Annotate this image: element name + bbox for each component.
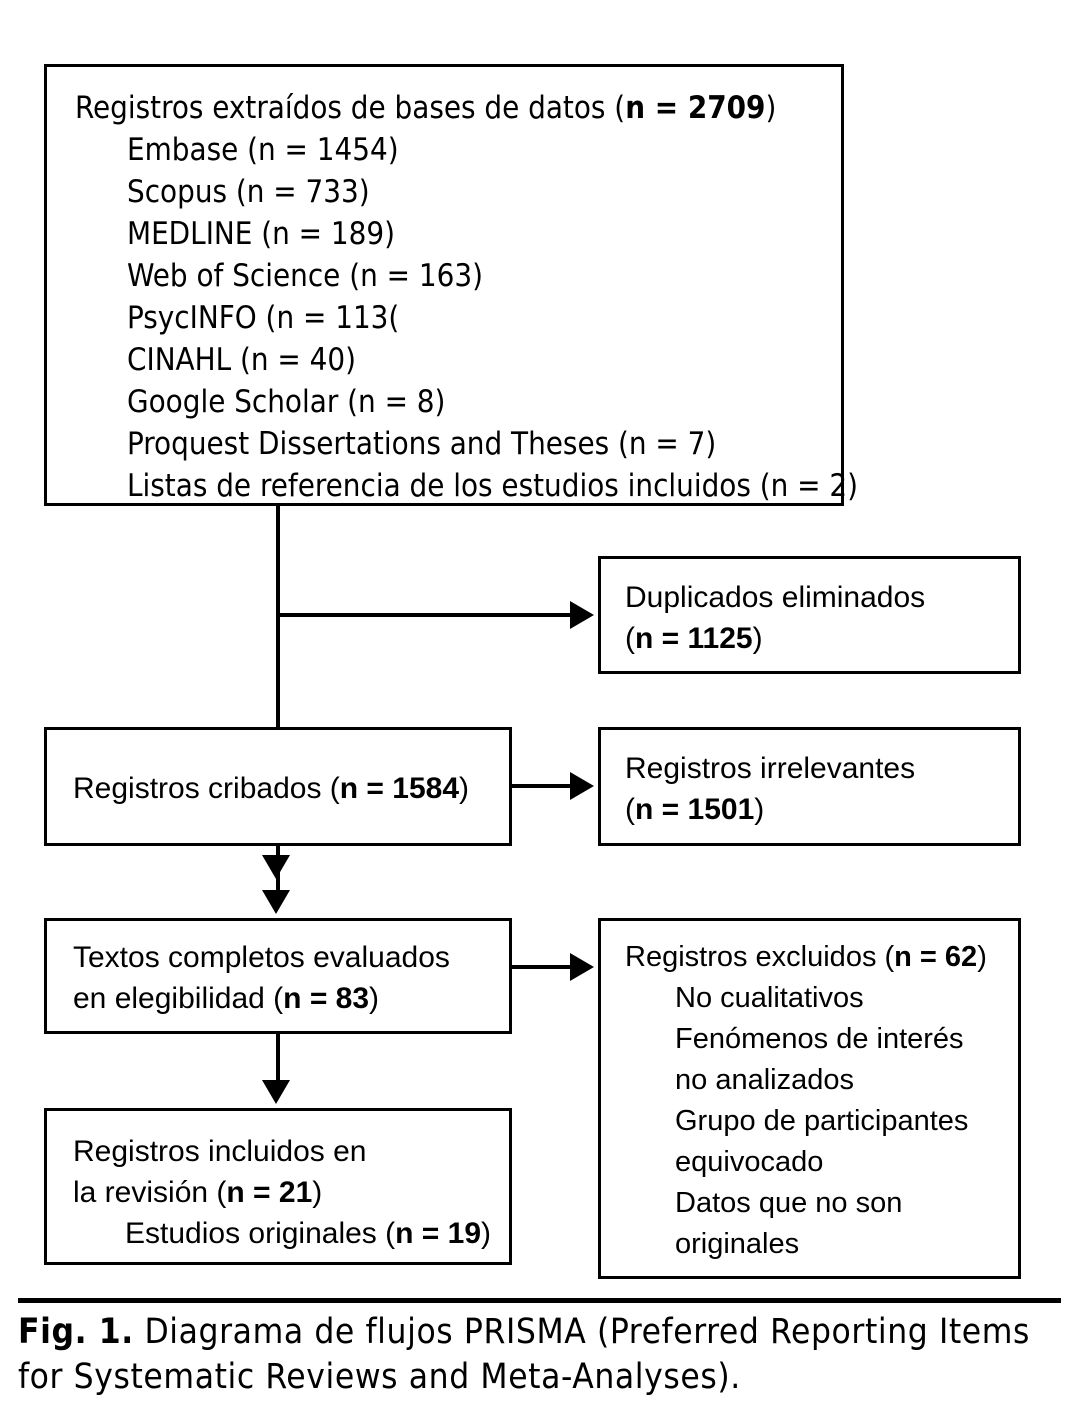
figure-caption-text: Diagrama de flujos PRISMA (Preferred Rep… <box>18 1312 1031 1397</box>
excluded-reason: originales <box>675 1228 800 1260</box>
screened-prefix: Registros cribados ( <box>73 772 340 805</box>
box-records-irrelevant: Registros irrelevantes (n = 1501) <box>598 727 1021 846</box>
sources-item: Web of Science (n = 163) <box>127 258 483 294</box>
excluded-heading: Registros excluidos (n = 62) <box>625 937 1018 978</box>
included-line3: Estudios originales (n = 19) <box>73 1213 509 1254</box>
included-prefix: la revisión ( <box>73 1176 227 1209</box>
sources-item: Embase (n = 1454) <box>127 132 399 168</box>
duplicates-count-suffix: ) <box>752 622 763 655</box>
duplicates-count: n = 1125 <box>635 622 753 655</box>
fulltext-suffix: ) <box>369 982 380 1015</box>
connector-sources-to-duplicates <box>276 613 573 617</box>
excluded-heading-prefix: Registros excluidos ( <box>625 941 895 973</box>
sources-item: MEDLINE (n = 189) <box>127 216 395 252</box>
box-duplicates-removed: Duplicados eliminados (n = 1125) <box>598 556 1021 674</box>
connector-sources-to-screened <box>276 506 280 877</box>
duplicates-count-prefix: ( <box>625 622 635 655</box>
originals-prefix: Estudios originales ( <box>125 1217 396 1250</box>
excluded-reason: no analizados <box>675 1064 854 1096</box>
box-records-from-databases-content: Registros extraídos de bases de datos (n… <box>47 87 859 507</box>
excluded-heading-count: n = 62 <box>894 941 978 973</box>
excluded-reason: equivocado <box>675 1146 824 1178</box>
originals-suffix: ) <box>481 1217 492 1250</box>
arrowhead-down-icon <box>262 1080 290 1104</box>
box-records-irrelevant-content: Registros irrelevantes (n = 1501) <box>601 748 1018 830</box>
excluded-reason: Datos que no son <box>675 1187 903 1219</box>
box-records-from-databases: Registros extraídos de bases de datos (n… <box>44 64 859 507</box>
excluded-reason: Grupo de participantes <box>675 1105 969 1137</box>
arrowhead-down-icon <box>262 890 290 914</box>
box-fulltext-eligibility-content: Textos completos evaluados en elegibilid… <box>47 937 509 1019</box>
screened-suffix: ) <box>459 772 470 805</box>
excluded-reason: No cualitativos <box>675 982 864 1014</box>
figure-caption-label: Fig. 1. <box>18 1312 134 1352</box>
connector-screened-to-irrelevant <box>512 784 574 788</box>
box-records-included: Registros incluidos en la revisión (n = … <box>44 1108 512 1265</box>
fulltext-line1: Textos completos evaluados <box>73 941 450 974</box>
included-line1: Registros incluidos en <box>73 1135 367 1168</box>
excluded-reason: Fenómenos de interés <box>675 1023 964 1055</box>
arrowhead-right-icon <box>570 953 594 981</box>
irrelevant-count-suffix: ) <box>754 793 765 826</box>
sources-heading: Registros extraídos de bases de datos (n… <box>75 87 841 129</box>
included-suffix: ) <box>312 1176 323 1209</box>
sources-item: Listas de referencia de los estudios inc… <box>127 468 859 504</box>
connector-fulltext-to-included <box>276 1034 280 1084</box>
box-records-screened: Registros cribados (n = 1584) <box>44 727 512 846</box>
box-records-included-content: Registros incluidos en la revisión (n = … <box>47 1131 509 1254</box>
figure-caption: Fig. 1. Diagrama de flujos PRISMA (Prefe… <box>18 1310 1063 1400</box>
fulltext-count: n = 83 <box>283 982 370 1015</box>
box-fulltext-eligibility: Textos completos evaluados en elegibilid… <box>44 918 512 1034</box>
connector-fulltext-to-excluded <box>512 965 574 969</box>
irrelevant-count-line: (n = 1501) <box>625 789 1018 830</box>
irrelevant-label: Registros irrelevantes <box>625 752 916 785</box>
sources-heading-prefix: Registros extraídos de bases de datos ( <box>75 90 626 126</box>
sources-item: CINAHL (n = 40) <box>127 342 357 378</box>
box-records-excluded-content: Registros excluidos (n = 62) No cualitat… <box>601 937 1018 1265</box>
irrelevant-count: n = 1501 <box>635 793 755 826</box>
duplicates-count-line: (n = 1125) <box>625 618 1018 659</box>
duplicates-label: Duplicados eliminados <box>625 581 926 614</box>
box-records-excluded: Registros excluidos (n = 62) No cualitat… <box>598 918 1021 1279</box>
irrelevant-count-prefix: ( <box>625 793 635 826</box>
screened-line: Registros cribados (n = 1584) <box>73 768 509 809</box>
fulltext-line2: en elegibilidad (n = 83) <box>73 978 509 1019</box>
sources-item: Scopus (n = 733) <box>127 174 370 210</box>
originals-count: n = 19 <box>395 1217 482 1250</box>
arrowhead-right-icon <box>570 772 594 800</box>
included-count: n = 21 <box>226 1176 313 1209</box>
arrowhead-right-icon <box>570 601 594 629</box>
sources-item: Proquest Dissertations and Theses (n = 7… <box>127 426 717 462</box>
included-line2: la revisión (n = 21) <box>73 1172 509 1213</box>
sources-item: Google Scholar (n = 8) <box>127 384 446 420</box>
box-duplicates-removed-content: Duplicados eliminados (n = 1125) <box>601 577 1018 659</box>
box-records-screened-content: Registros cribados (n = 1584) <box>47 768 509 809</box>
connector-screened-to-fulltext <box>276 846 280 894</box>
excluded-heading-suffix: ) <box>977 941 987 973</box>
screened-count: n = 1584 <box>339 772 460 805</box>
caption-divider <box>18 1298 1061 1303</box>
fulltext-prefix: en elegibilidad ( <box>73 982 284 1015</box>
sources-item: PsycINFO (n = 113( <box>127 300 400 336</box>
sources-heading-suffix: ) <box>765 90 777 126</box>
sources-heading-count: n = 2709 <box>625 90 766 126</box>
